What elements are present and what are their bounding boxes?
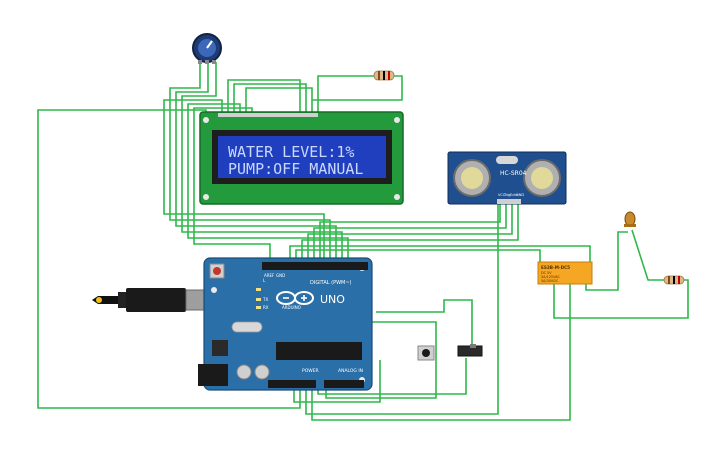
lcd-line-1: WATER LEVEL:1% [228,143,354,161]
wires [37,62,689,421]
l-led-label: L [263,278,266,283]
analog-label: ANALOG IN [338,368,363,374]
wire-left-loop[interactable] [37,109,301,409]
push-button[interactable] [417,345,435,361]
wire-lcd-2[interactable] [227,79,301,113]
wire-resistor-right[interactable] [553,279,689,319]
relay-line-4: 5A/30VDC [541,279,559,283]
relay: ES3B-M-DC5 DC 5V 5A/125VAC 5A/30VDC [537,261,593,285]
wire-switch-2[interactable] [376,299,473,350]
lcd-line-2: PUMP:OFF MANUAL [228,160,363,178]
rx-label: RX [263,305,269,310]
digital-label: DIGITAL (PWM~) [310,280,352,286]
wire-lcd-6[interactable] [193,107,271,258]
wire-resistor-top[interactable] [317,75,374,113]
relay-line-2: DC 5V [541,271,552,275]
sensor-pin-trig: Trig [503,193,510,197]
capacitor-2 [254,364,270,380]
power-label: POWER [302,368,319,374]
resistor-right[interactable] [663,275,685,285]
sensor-model-label: HC-SR04 [500,170,527,177]
digital-header [262,262,368,270]
wire-bottom-2[interactable] [311,284,571,421]
arduino-logo-icon [276,291,314,305]
wire-led-anode[interactable] [585,231,628,291]
aref-label: AREF [264,273,275,278]
wire-pot-3[interactable] [181,62,343,258]
led[interactable] [624,211,636,227]
tx-label: TX [262,297,268,302]
lcd-screen [218,136,386,178]
capacitor-1 [236,364,252,380]
relay-line-3: 5A/125VAC [541,275,560,279]
wire-relay-vcc[interactable] [289,245,591,262]
sensor-pin-gnd: GND [516,193,524,197]
sensor-crystal [496,156,518,164]
arduino-uno: AREF GND DIGITAL (PWM~) L TX RX UNO ARDU… [198,257,373,391]
relay-model: ES3B-M-DC5 [541,265,570,270]
wire-button[interactable] [325,321,437,399]
wire-lcd-3[interactable] [233,83,307,113]
usb-chip [212,340,228,356]
ultrasonic-sensor: HC-SR04 VCC Trig Echo GND [447,151,567,205]
analog-header [324,380,364,388]
gnd-label: GND [276,273,285,278]
arduino-logo-text: ARDUINO [282,305,301,310]
sensor-pin-echo: Echo [510,193,519,197]
potentiometer[interactable] [192,33,222,64]
wire-lcd-4[interactable] [187,103,349,258]
wire-lcd-5[interactable] [245,87,313,113]
wire-sensor-gnd[interactable] [301,204,519,258]
lcd-display: WATER LEVEL:1% PUMP:OFF MANUAL [199,111,404,205]
power-header [268,380,316,388]
relay-body [537,261,593,285]
wire-bottom-1[interactable] [305,204,499,415]
wire-relay-signal[interactable] [295,249,541,262]
crystal [231,321,263,333]
wire-led-cathode[interactable] [631,229,664,281]
lcd-header-pins [218,113,318,117]
wire-sensor-trig[interactable] [313,204,507,258]
uno-label: UNO [320,293,345,306]
microcontroller-chip [276,342,362,360]
wire-gnd-bottom[interactable] [293,360,381,403]
wire-resistor-top-2[interactable] [312,75,403,101]
sensor-pin-vcc: VCC [498,193,506,197]
wire-switch[interactable] [317,358,467,395]
slide-switch[interactable] [457,344,483,357]
pot-indicator [206,40,213,49]
usb-cable [92,288,213,312]
resistor-top[interactable] [373,70,395,81]
power-jack [198,364,228,386]
